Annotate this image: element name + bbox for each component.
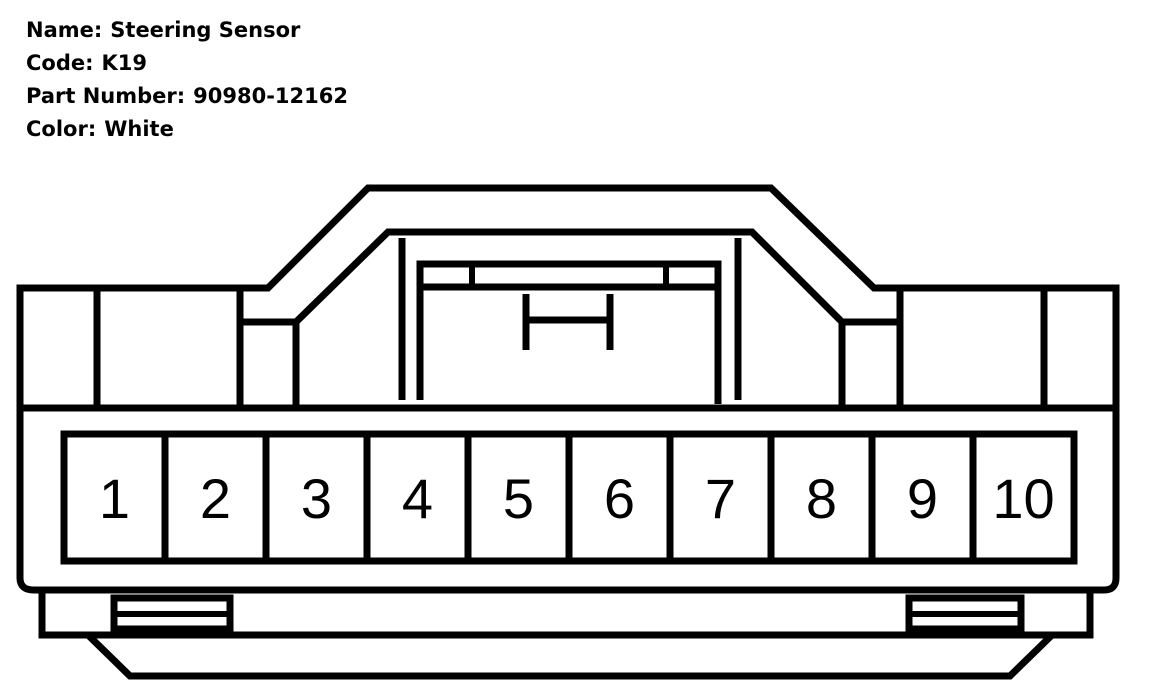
code-label: Code: <box>26 51 94 75</box>
pin-number-3: 3 <box>301 467 332 530</box>
pin-number-9: 9 <box>907 467 938 530</box>
name-value: Steering Sensor <box>110 18 301 42</box>
connector-info: Name: Steering Sensor Code: K19 Part Numbe… <box>26 14 348 146</box>
connector-color-row: Color: White <box>26 113 348 146</box>
inner-raised-outline <box>242 228 900 406</box>
connector-name-row: Name: Steering Sensor <box>26 14 348 47</box>
pin-row: 1 2 3 4 5 6 7 8 9 10 <box>99 434 1055 561</box>
key-channel-inner <box>416 260 722 404</box>
pin-number-10: 10 <box>992 467 1054 530</box>
pin-number-7: 7 <box>705 467 736 530</box>
pin-number-6: 6 <box>604 467 635 530</box>
connector-housing-outline <box>16 184 1120 594</box>
connector-lower-skirt <box>38 592 1094 639</box>
pin-number-1: 1 <box>99 467 130 530</box>
code-value: K19 <box>101 51 148 75</box>
pin-number-4: 4 <box>402 467 433 530</box>
connector-code-row: Code: K19 <box>26 47 348 80</box>
pin-number-8: 8 <box>806 467 837 530</box>
color-label: Color: <box>26 117 97 141</box>
pin-number-5: 5 <box>503 467 534 530</box>
connector-bottom-trapezoid <box>85 632 1055 680</box>
name-label: Name: <box>26 18 103 42</box>
part-label: Part Number: <box>26 84 186 108</box>
connector-part-row: Part Number: 90980-12162 <box>26 80 348 113</box>
latch-bracket <box>522 294 614 350</box>
color-value: White <box>104 117 174 141</box>
part-value: 90980-12162 <box>193 84 348 108</box>
pin-number-2: 2 <box>200 467 231 530</box>
